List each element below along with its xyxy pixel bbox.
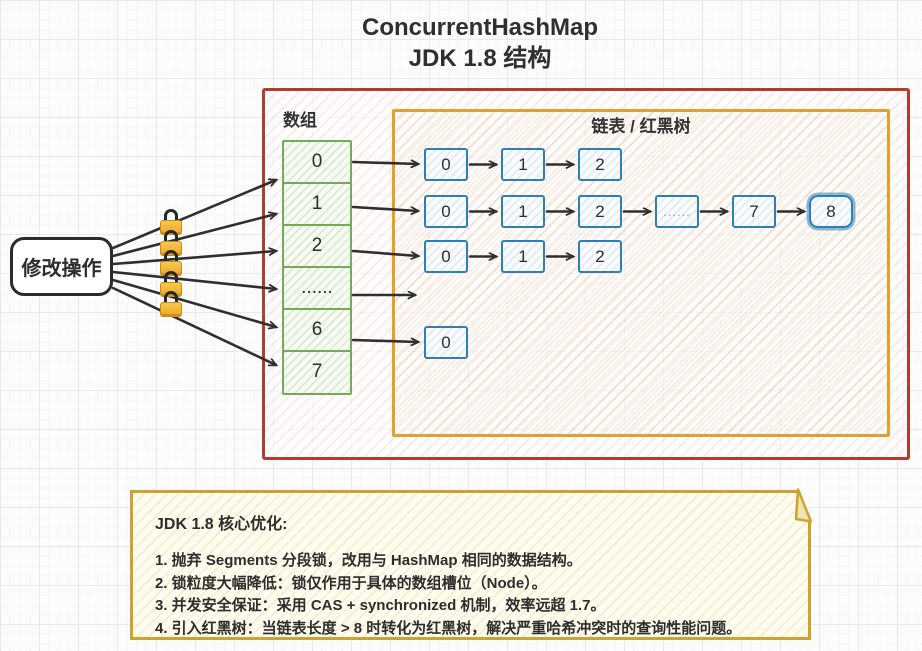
list-node: 2: [578, 195, 622, 228]
list-node: 2: [578, 148, 622, 181]
jdk18-optimization-note: JDK 1.8 核心优化: 1. 抛弃 Segments 分段锁，改用与 Has…: [130, 490, 811, 640]
list-node: 0: [424, 326, 468, 359]
list-node: 0: [424, 240, 468, 273]
array-cell-6: 6: [282, 308, 352, 353]
note-item-4: 4. 引入红黑树：当链表长度 > 8 时转化为红黑树，解决严重哈希冲突时的查询性…: [155, 619, 742, 637]
list-node: 7: [732, 195, 776, 228]
title-line-1: ConcurrentHashMap: [361, 14, 599, 41]
note-item-1: 1. 抛弃 Segments 分段锁，改用与 HashMap 相同的数据结构。: [155, 552, 582, 569]
array-cell-7: 7: [282, 350, 352, 395]
list-node: 2: [578, 240, 622, 273]
list-node: 1: [501, 240, 545, 273]
hash-array: 0 1 2 ...... 6 7: [282, 140, 352, 395]
bucket-1-list: 0 1 2 ...... 7 8: [424, 195, 853, 228]
list-node: 1: [501, 148, 545, 181]
array-cell-2: 2: [282, 224, 352, 269]
modify-operations-label: 修改操作: [21, 258, 102, 280]
bucket-2-list: 0 1 2: [424, 240, 622, 273]
title-line-2: JDK 1.8 结构: [408, 45, 552, 72]
list-node: 0: [424, 195, 468, 228]
list-node: 0: [424, 148, 468, 181]
list-node: 1: [501, 195, 545, 228]
page-title: ConcurrentHashMap JDK 1.8 结构: [19, 12, 922, 74]
note-item-3: 3. 并发安全保证：采用 CAS + synchronized 机制，效率远超 …: [155, 597, 606, 614]
bucket-0-list: 0 1 2: [424, 148, 622, 181]
list-tree-label: 链表 / 红黑树: [591, 117, 691, 136]
list-tree-frame: [392, 109, 890, 437]
modify-operations-box: 修改操作: [10, 237, 113, 296]
array-cell-1: 1: [282, 182, 352, 227]
note-heading: JDK 1.8 核心优化:: [155, 516, 288, 533]
note-item-2: 2. 锁粒度大幅降低：锁仅作用于具体的数组槽位（Node）。: [155, 574, 547, 592]
padlock-icon: [160, 291, 182, 317]
array-cell-0: 0: [282, 140, 352, 185]
bucket-6-list: 0: [424, 326, 468, 359]
array-cell-dots: ......: [282, 266, 352, 311]
list-node-treeify: 8: [809, 195, 853, 228]
array-label: 数组: [283, 111, 317, 130]
list-node-ellipsis: ......: [655, 195, 699, 228]
